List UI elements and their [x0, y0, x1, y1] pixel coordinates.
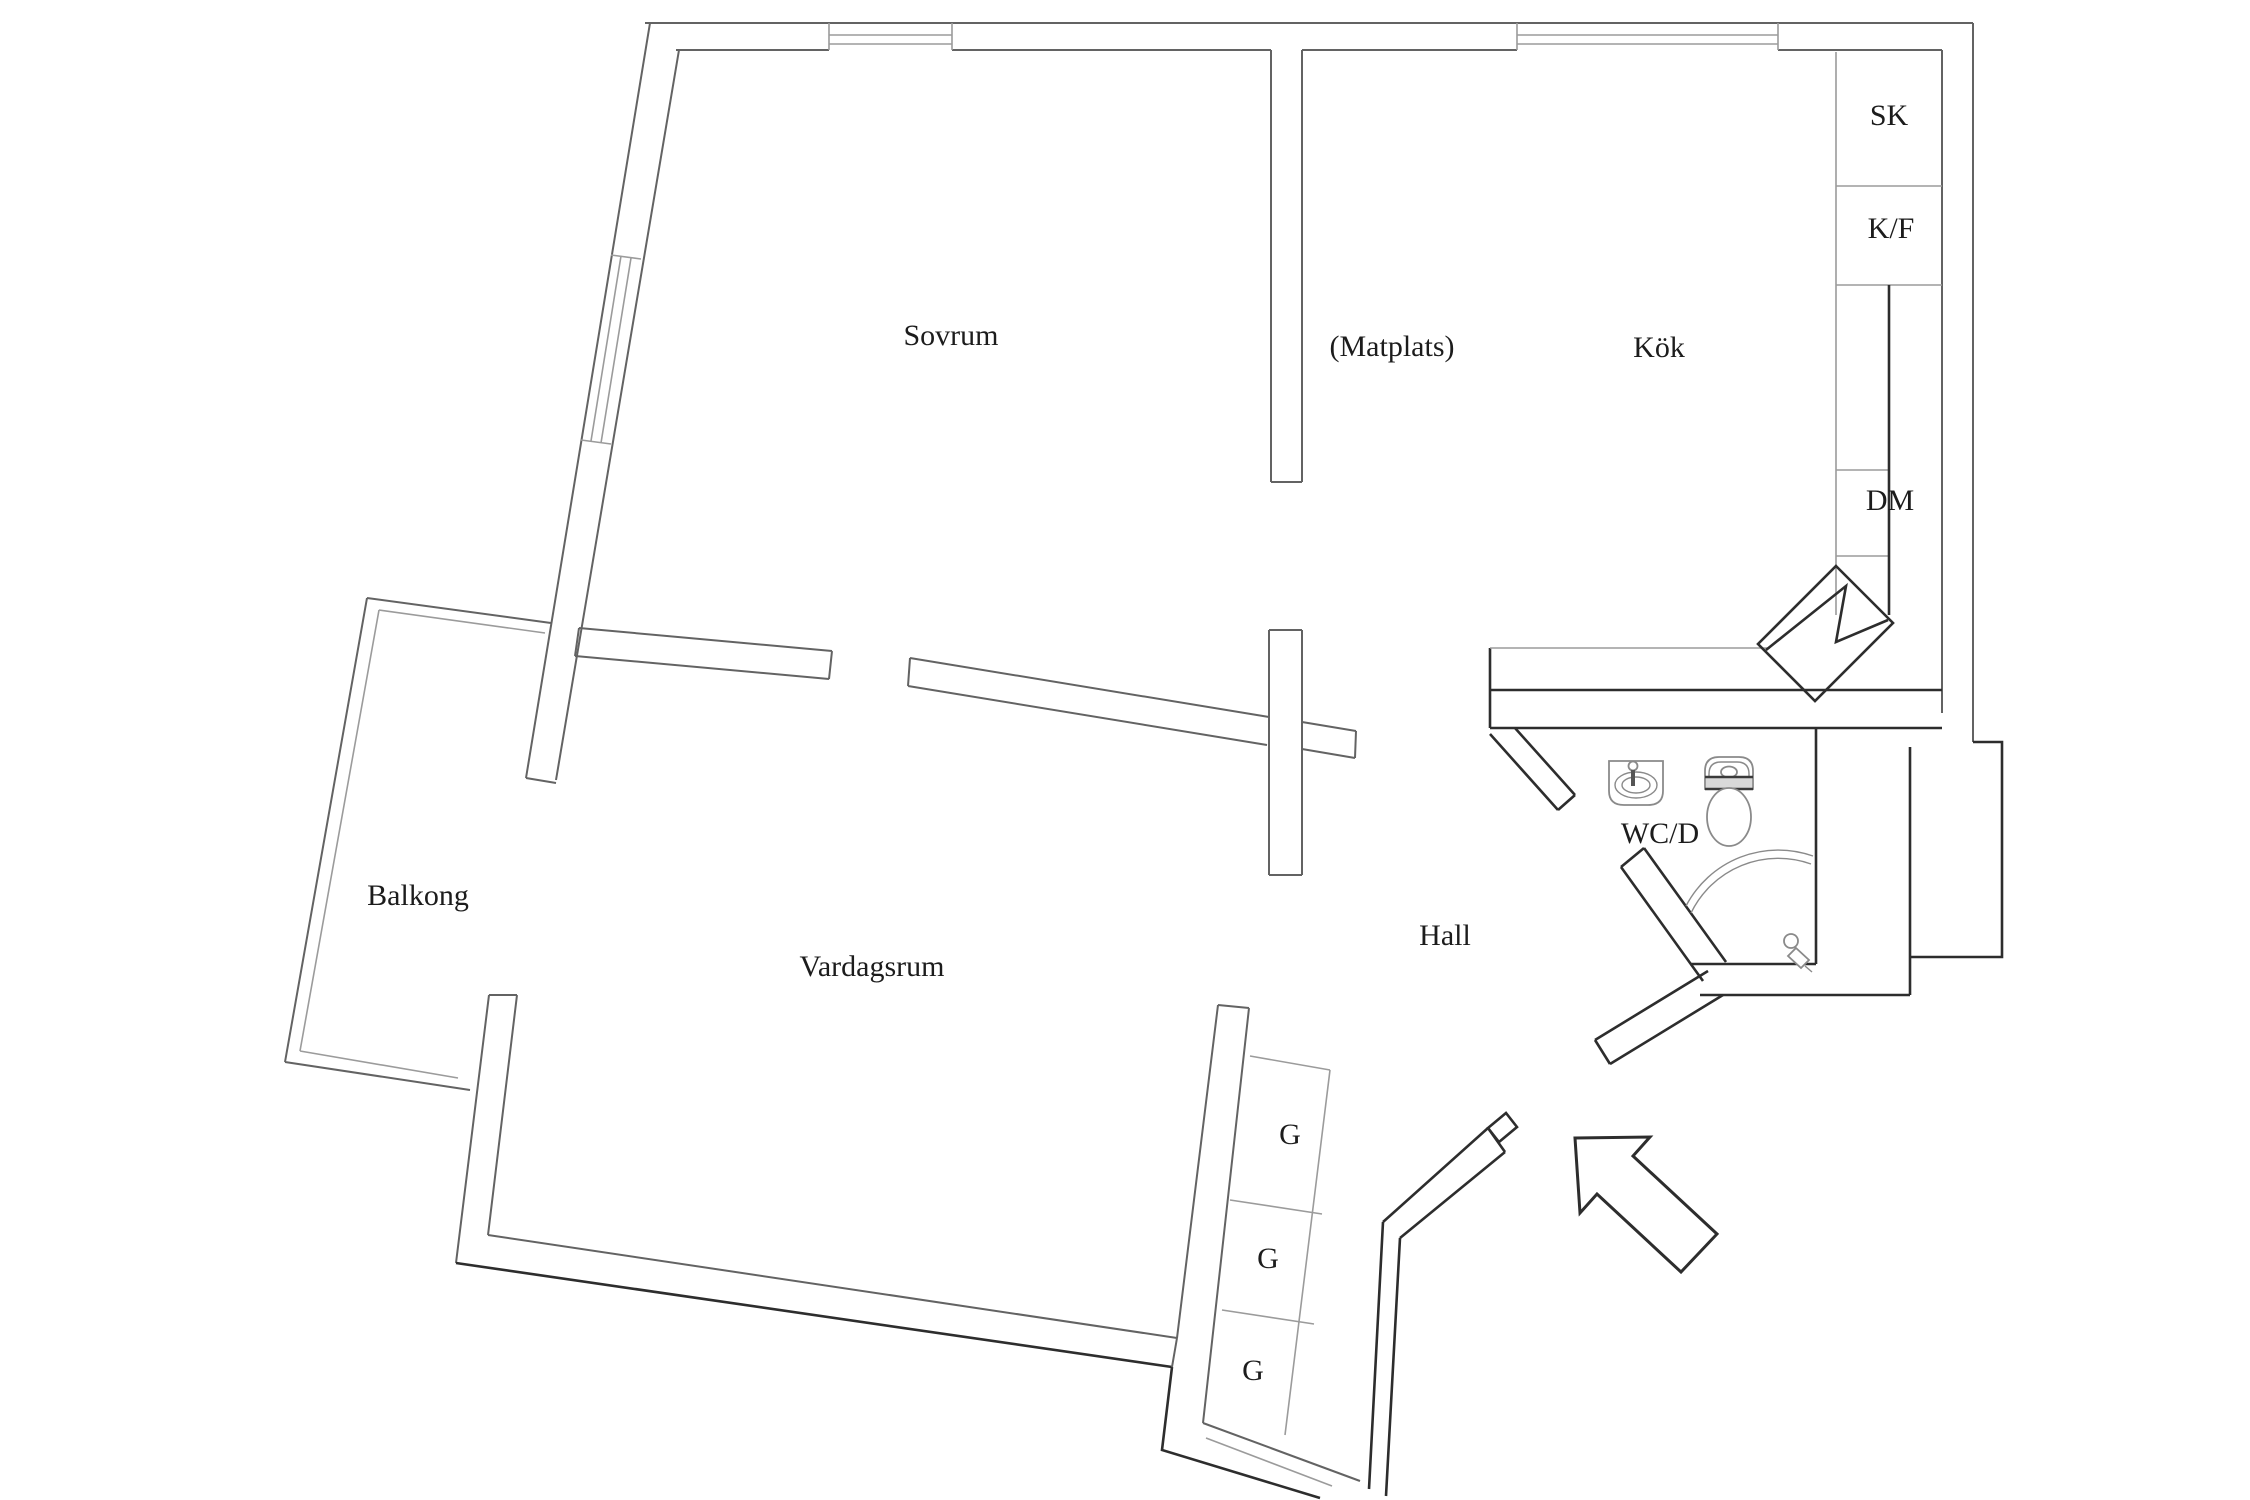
kitchen-bathroom-wall: [1488, 648, 1942, 730]
window-west-icon: [580, 254, 642, 445]
toilet-icon: [1704, 756, 1754, 847]
shower-head-icon: [1783, 933, 1813, 973]
room-labels: Sovrum (Matplats) Kök SK K/F DM WC/D Hal…: [367, 99, 1914, 1387]
bathroom-walls: [1489, 727, 1910, 997]
door-jamb-stub: [1486, 1111, 1519, 1144]
room-label-hall: Hall: [1419, 919, 1471, 952]
label-wardrobe-1: G: [1279, 1118, 1301, 1151]
shower-door-arc: [1685, 849, 1814, 914]
label-dishwasher: DM: [1866, 484, 1914, 517]
window-top-right-icon: [1516, 23, 1779, 50]
kitchen-counter: [1490, 52, 1942, 649]
room-label-dining: (Matplats): [1330, 330, 1455, 363]
label-fridge-freezer: K/F: [1868, 212, 1915, 245]
corner-cabinet-icon: [1756, 564, 1895, 703]
room-label-balcony: Balkong: [367, 879, 469, 912]
label-wardrobe-2: G: [1257, 1242, 1279, 1275]
room-label-kitchen: Kök: [1633, 331, 1685, 364]
window-top-left-icon: [828, 23, 953, 50]
label-tall-cabinet: SK: [1870, 99, 1909, 132]
exterior-walls: [455, 22, 2004, 1500]
sink-icon: [1608, 760, 1664, 806]
room-label-bedroom: Sovrum: [903, 319, 998, 352]
room-label-livingroom: Vardagsrum: [800, 950, 945, 983]
balcony-railing: [284, 597, 552, 1091]
wardrobe-boxes: [1221, 1055, 1331, 1436]
interior-walls: [574, 50, 1357, 1424]
label-wardrobe-3: G: [1242, 1354, 1264, 1387]
entrance-arrow: [1573, 1135, 1720, 1275]
room-label-bathroom: WC/D: [1621, 817, 1699, 850]
entrance-walls: [1367, 969, 1724, 1497]
